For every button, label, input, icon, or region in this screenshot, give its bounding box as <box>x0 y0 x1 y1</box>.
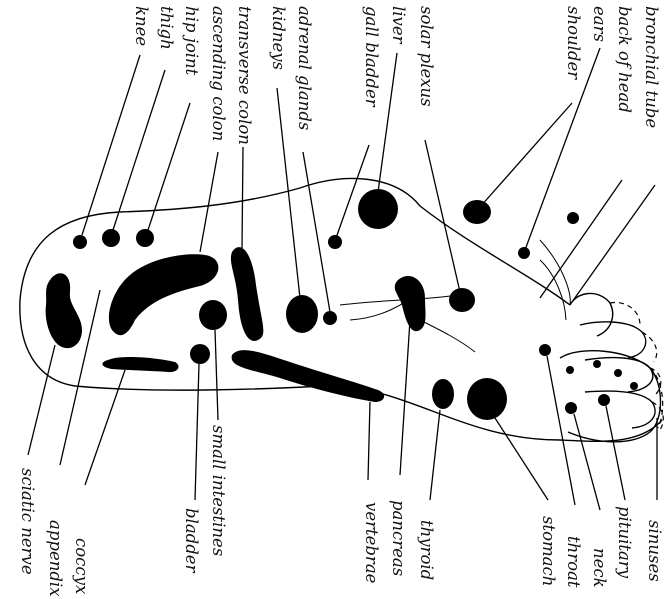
leader-throat <box>547 356 575 505</box>
leader-ascending-colon <box>200 152 218 252</box>
label-throat: throat <box>564 536 583 588</box>
inner-line-3 <box>420 320 475 352</box>
spot-sinus-1 <box>566 366 574 374</box>
toe-1 <box>570 293 613 336</box>
spot-bladder <box>190 344 210 364</box>
toe-4 <box>585 391 655 428</box>
label-thigh: thigh <box>157 6 176 50</box>
spot-sinus-4 <box>630 382 638 390</box>
spot-sinus-2 <box>593 360 601 368</box>
spot-small-intestines <box>199 300 227 330</box>
leader-transverse-colon <box>242 147 243 248</box>
leader-sciatic-nerve <box>28 345 55 455</box>
label-coccyx: coccyx <box>72 538 91 595</box>
label-appendix: appendix <box>46 520 65 597</box>
leader-ears <box>525 48 600 250</box>
inner-line-5 <box>540 260 566 320</box>
label-kidneys: kidneys <box>269 6 288 70</box>
spot-kidneys <box>286 295 318 333</box>
leader-thyroid <box>430 410 440 500</box>
spot-ears <box>518 247 530 259</box>
inner-line-1 <box>340 296 450 305</box>
label-back-of-head: back of head <box>615 6 634 113</box>
spot-sinus-3 <box>614 369 622 377</box>
spot-stomach <box>467 378 507 420</box>
leader-back-of-head <box>540 180 622 298</box>
label-small-intestines: small intestines <box>209 425 228 556</box>
leader-neck <box>574 414 600 510</box>
label-bronchial-tube: bronchial tube <box>642 6 661 128</box>
label-sinuses: sinuses <box>645 520 664 582</box>
leader-solar-plexus <box>425 140 460 292</box>
labels-top: bronchial tube back of head ears shoulde… <box>132 6 661 145</box>
label-vertebrae: vertebrae <box>362 502 381 584</box>
label-hip-joint: hip joint <box>182 6 201 76</box>
label-adrenal-glands: adrenal glands <box>295 6 314 130</box>
label-gall-bladder: gall bladder <box>362 6 381 108</box>
leader-pancreas <box>400 320 410 475</box>
leader-shoulder <box>480 103 572 207</box>
spot-pituitary <box>598 394 610 406</box>
spot-neck <box>565 402 577 414</box>
label-bladder: bladder <box>182 508 201 574</box>
label-solar-plexus: solar plexus <box>417 6 436 107</box>
label-thyroid: thyroid <box>417 520 436 580</box>
spot-hip-joint <box>136 229 154 247</box>
labels-bottom: sinuses pituitary neck throat stomach th… <box>18 425 664 597</box>
leader-pituitary <box>606 406 625 500</box>
spot-solar-plexus <box>449 288 475 312</box>
leader-vertebrae <box>368 402 370 480</box>
spot-knee <box>73 235 87 249</box>
label-stomach: stomach <box>539 516 558 586</box>
leader-small-intestines <box>215 330 218 420</box>
spot-liver <box>358 189 398 229</box>
label-knee: knee <box>132 6 151 46</box>
spot-throat <box>539 344 551 356</box>
spot-gall-bladder <box>328 235 342 249</box>
spot-bronchial <box>567 212 579 224</box>
label-pancreas: pancreas <box>389 500 408 576</box>
label-ears: ears <box>590 6 609 42</box>
leader-bladder <box>195 364 199 500</box>
label-ascending-colon: ascending colon <box>209 6 228 141</box>
label-liver: liver <box>389 6 408 45</box>
leader-hip-joint <box>148 103 190 230</box>
leader-knee <box>82 55 140 235</box>
label-shoulder: shoulder <box>564 6 583 80</box>
label-pituitary: pituitary <box>615 506 634 579</box>
leader-lines <box>28 48 657 510</box>
label-sciatic-nerve: sciatic nerve <box>18 468 37 575</box>
leader-bronchial-tube <box>572 185 655 302</box>
spot-thigh <box>102 229 120 247</box>
spot-adrenal <box>323 311 337 325</box>
spot-transverse-colon <box>231 247 263 341</box>
spot-shoulder <box>463 200 491 224</box>
leader-adrenal-glands <box>303 152 330 312</box>
label-neck: neck <box>590 548 609 588</box>
label-transverse-colon: transverse colon <box>235 6 254 145</box>
leader-gall-bladder <box>336 145 369 238</box>
leader-stomach <box>495 418 548 500</box>
spot-vertebrae <box>232 350 385 402</box>
spot-sciatic <box>46 273 82 348</box>
spot-thyroid <box>432 379 454 409</box>
spot-coccyx <box>102 357 178 372</box>
leader-thigh <box>113 70 165 230</box>
